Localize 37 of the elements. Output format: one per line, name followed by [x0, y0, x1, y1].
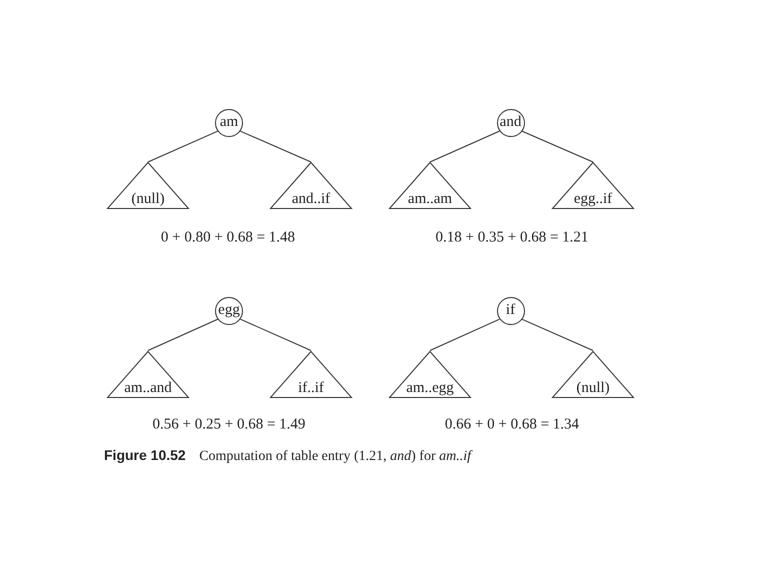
tree-edge: [521, 318, 594, 351]
cost-equation: 0.66 + 0 + 0.68 = 1.34: [444, 416, 580, 434]
tree-node: [215, 296, 243, 324]
subtree-range-label: (null): [131, 192, 165, 207]
subtree-range-label: am..egg: [406, 380, 454, 396]
subtree-range-label: and..if: [292, 192, 330, 207]
subtree-triangle: [389, 162, 471, 209]
cost-equation: 0 + 0.80 + 0.68 = 1.48: [160, 230, 296, 246]
node-key-label: and: [500, 115, 522, 130]
subtree-triangle: [552, 350, 634, 398]
subtree-range-label: egg..if: [574, 192, 612, 207]
cost-equation: 0.56 + 0.25 + 0.68 = 1.49: [152, 416, 306, 434]
figure-caption: Figure 10.52 Computation of table entry (1.21, and) for am..if: [104, 447, 472, 465]
tree-edge: [430, 318, 500, 351]
subtree-triangle: [552, 162, 634, 209]
subtree-triangle: [389, 350, 471, 398]
subtree-range-label: (null): [576, 380, 610, 396]
tree-edge: [521, 130, 594, 162]
subtree-triangle: [270, 162, 352, 209]
tree-edge: [240, 318, 312, 351]
tree-edge: [430, 130, 500, 162]
tree-edge: [240, 130, 312, 162]
subtree-triangle: [270, 350, 352, 398]
node-key-label: if: [506, 303, 516, 318]
subtree-range-label: if..if: [298, 380, 324, 396]
tree-node: [496, 108, 524, 136]
cost-equation: 0.18 + 0.35 + 0.68 = 1.21: [436, 230, 588, 246]
tree-edge: [148, 318, 218, 351]
subtree-range-label: am..and: [124, 380, 172, 396]
tree-node: [215, 108, 243, 136]
tree-edge: [148, 130, 218, 162]
node-key-label: egg: [218, 303, 240, 318]
subtree-range-label: am..am: [408, 192, 452, 207]
subtree-triangle: [107, 162, 189, 209]
subtree-triangle: [107, 350, 189, 398]
tree-node: [496, 296, 524, 324]
node-key-label: am: [220, 115, 238, 130]
